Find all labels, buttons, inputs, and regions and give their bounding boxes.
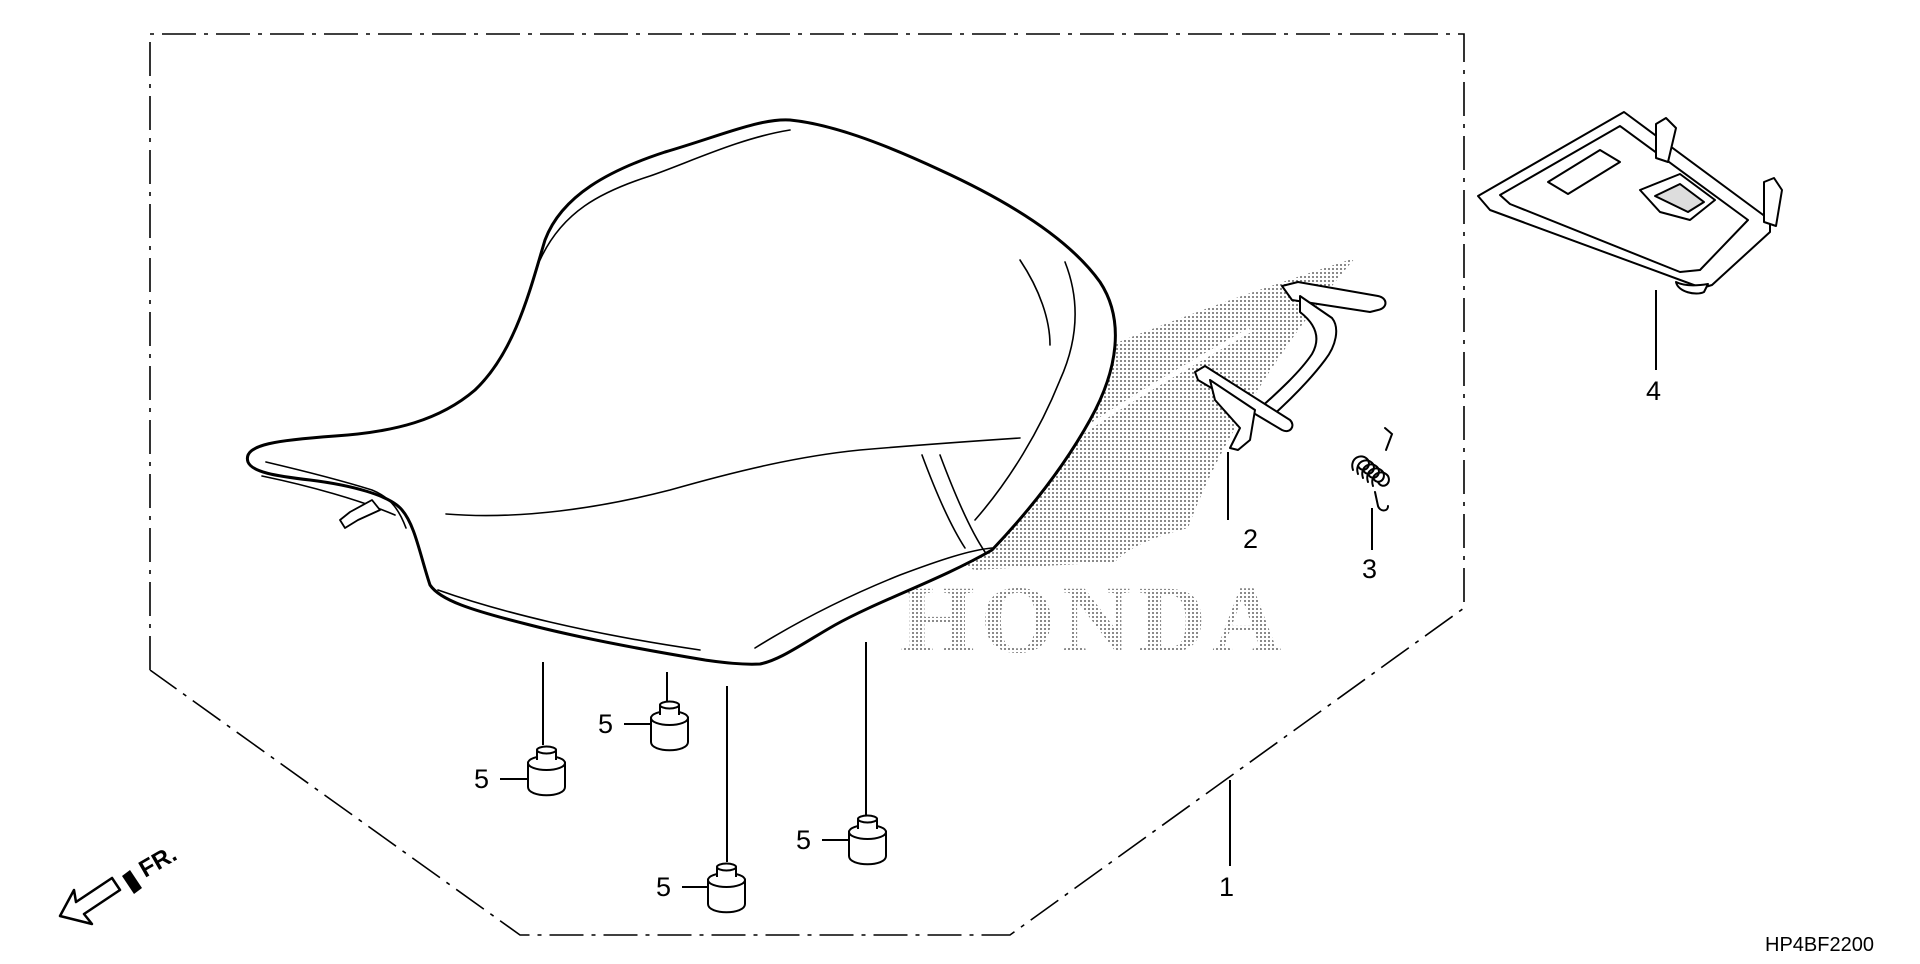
honda-wordmark: HONDA xyxy=(900,566,1287,673)
cushion-b-illustration xyxy=(650,700,689,752)
callout-5b: 5 xyxy=(598,709,613,739)
diagram-code: HP4BF2200 xyxy=(1765,934,1874,956)
callout-5d: 5 xyxy=(796,825,811,855)
seat-illustration xyxy=(245,118,1117,666)
seat-lock-illustration xyxy=(1194,281,1387,451)
tray-illustration xyxy=(1477,111,1783,295)
cushion-d-illustration xyxy=(848,814,887,866)
assembly-boundary xyxy=(149,33,1465,936)
leader-lines xyxy=(500,290,1657,888)
callout-4: 4 xyxy=(1646,376,1661,406)
callout-3: 3 xyxy=(1362,554,1377,584)
arrow-left-down-icon xyxy=(58,876,122,926)
callout-2: 2 xyxy=(1243,524,1258,554)
callout-1: 1 xyxy=(1219,872,1234,902)
spring-illustration xyxy=(1351,427,1394,512)
callout-5c: 5 xyxy=(656,872,671,902)
front-label: FR. xyxy=(135,840,182,883)
front-direction-arrow: FR. xyxy=(58,840,182,926)
cushion-a-illustration xyxy=(527,745,566,797)
callout-5a: 5 xyxy=(474,764,489,794)
cushion-c-illustration xyxy=(707,862,746,914)
